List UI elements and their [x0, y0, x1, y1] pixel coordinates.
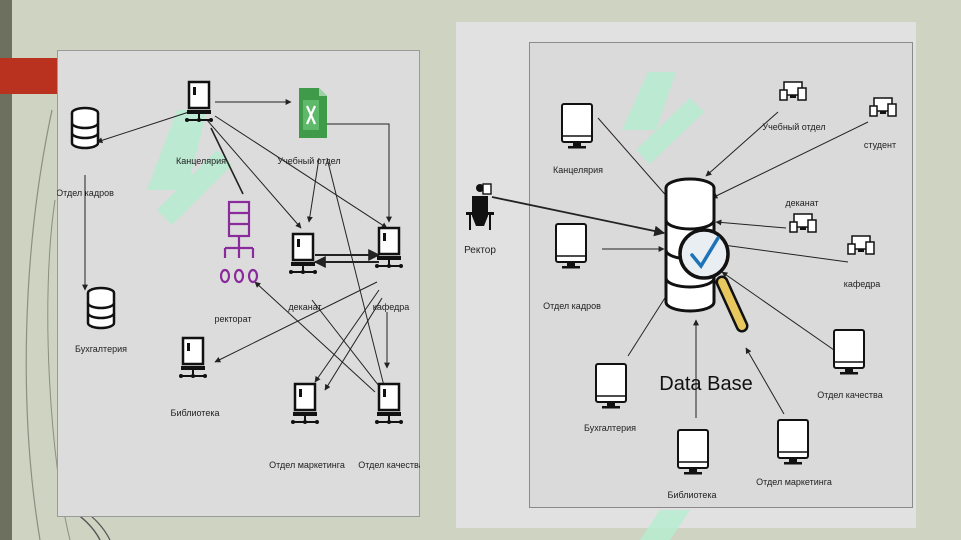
label-kadry: Отдел кадров — [57, 188, 114, 198]
monitor-icon — [595, 363, 627, 410]
label-kafedra-r: кафедра — [844, 279, 881, 289]
right-node-marketing: Отдел маркетинга — [756, 419, 832, 487]
devices-icon — [789, 213, 817, 233]
right-node-ucheb: Учебный отдел — [762, 81, 826, 132]
watermark-logo — [147, 110, 232, 225]
right-node-kafedra: кафедра — [844, 235, 881, 289]
left-node-buh: Бухгалтерия — [75, 286, 127, 354]
label-marketing-r: Отдел маркетинга — [756, 477, 832, 487]
watermark-logo — [622, 72, 704, 540]
label-kachestvo-r: Отдел качества — [817, 390, 882, 400]
left-node-kachestvo: Отдел качества — [358, 382, 420, 470]
right-node-kanc: Канцелярия — [553, 103, 603, 175]
label-rektorat: ректорат — [214, 314, 251, 324]
left-diagram-panel: Канцелярия Учебный отдел Отдел кадров Бу… — [57, 50, 420, 517]
left-node-dekanat: деканат — [287, 232, 322, 312]
label-dekanat: деканат — [288, 302, 321, 312]
devices-icon — [779, 81, 807, 101]
label-dekanat-r: деканат — [785, 198, 818, 208]
left-node-kafedra: кафедра — [373, 226, 410, 312]
left-node-ucheb: Учебный отдел — [277, 88, 341, 166]
devices-icon — [869, 97, 897, 117]
left-edges — [82, 99, 392, 393]
label-student-r: студент — [864, 140, 896, 150]
monitor-icon — [833, 329, 865, 376]
right-node-kadry: Отдел кадров — [543, 223, 601, 311]
left-diagram: Канцелярия Учебный отдел Отдел кадров Бу… — [57, 80, 420, 470]
label-kachestvo: Отдел качества — [358, 460, 420, 470]
left-node-marketing: Отдел маркетинга — [269, 382, 345, 470]
database-title: Data Base — [659, 373, 752, 395]
label-kadry-r: Отдел кадров — [543, 301, 601, 311]
label-marketing: Отдел маркетинга — [269, 460, 345, 470]
monitor-icon — [777, 419, 809, 466]
label-buh: Бухгалтерия — [75, 344, 127, 354]
label-kafedra: кафедра — [373, 302, 410, 312]
right-node-dekanat: деканат — [785, 198, 819, 233]
excel-file-icon — [299, 88, 327, 138]
left-node-rektorat: ректорат — [214, 200, 259, 324]
label-kanc-r: Канцелярия — [553, 165, 603, 175]
devices-icon — [847, 235, 875, 255]
label-buh-r: Бухгалтерия — [584, 423, 636, 433]
label-kanc: Канцелярия — [176, 156, 226, 166]
monitor-icon — [555, 223, 587, 270]
label-rektor: Ректор — [464, 245, 496, 256]
left-edge-bar — [0, 0, 12, 540]
right-node-kachestvo: Отдел качества — [817, 329, 883, 400]
red-accent-tab — [0, 58, 57, 94]
magnifier-check-icon — [678, 228, 749, 333]
right-node-buh: Бухгалтерия — [584, 363, 636, 433]
label-biblio: Библиотека — [171, 408, 220, 418]
left-node-kadry: Отдел кадров — [57, 106, 114, 198]
left-node-kanc: Канцелярия — [176, 80, 226, 166]
person-at-desk-icon — [466, 183, 494, 230]
right-node-rektor: Ректор — [464, 183, 496, 256]
hierarchy-icon — [219, 200, 259, 284]
right-node-biblio: Библиотека — [668, 429, 717, 500]
label-ucheb: Учебный отдел — [277, 156, 340, 166]
label-ucheb-r: Учебный отдел — [762, 122, 825, 132]
monitor-icon — [677, 429, 709, 476]
right-edges — [491, 111, 869, 418]
label-biblio-r: Библиотека — [668, 490, 717, 500]
right-diagram-panel — [529, 42, 913, 508]
monitor-icon — [561, 103, 593, 150]
right-node-student: студент — [864, 97, 897, 150]
left-node-biblio: Библиотека — [171, 336, 220, 418]
